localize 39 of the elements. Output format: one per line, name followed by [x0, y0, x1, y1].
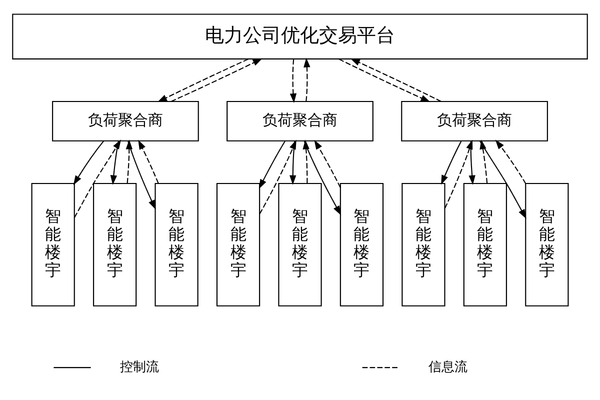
node-box: 智能楼宇: [278, 182, 322, 306]
node-box: 负荷聚合商: [52, 100, 199, 141]
legend-label: 控制流: [120, 359, 159, 374]
arrow: [73, 140, 104, 185]
node-box: 负荷聚合商: [401, 100, 548, 141]
arrow: [304, 57, 310, 101]
arrow: [126, 139, 133, 183]
arrow: [128, 140, 156, 210]
arrow: [480, 139, 488, 183]
legend-label: 信息流: [428, 359, 468, 374]
arrow: [441, 140, 462, 184]
node-box: 电力公司优化交易平台: [12, 13, 588, 59]
node-box: 智能楼宇: [463, 182, 507, 306]
arrow: [338, 58, 430, 102]
arrow: [495, 139, 526, 184]
arrow: [304, 140, 342, 215]
arrow: [138, 139, 159, 183]
arrow: [259, 139, 296, 214]
node-box: 智能楼宇: [340, 182, 384, 306]
arrow: [314, 139, 341, 188]
arrow: [74, 139, 122, 218]
arrow: [350, 58, 442, 102]
arrow: [157, 58, 248, 102]
arrow: [110, 140, 119, 184]
arrow: [290, 58, 297, 103]
arrow: [290, 140, 296, 184]
node-box: 智能楼宇: [216, 182, 260, 306]
node-box: 智能楼宇: [402, 182, 446, 306]
arrow: [444, 139, 473, 208]
arrow: [170, 58, 262, 102]
arrow: [479, 140, 526, 218]
arrow: [468, 140, 476, 184]
arrow: [258, 140, 286, 188]
node-box: 负荷聚合商: [226, 100, 374, 141]
node-box: 智能楼宇: [525, 182, 569, 306]
node-box: 智能楼宇: [154, 182, 198, 306]
arrow: [302, 139, 310, 183]
node-box: 智能楼宇: [93, 182, 137, 306]
node-box: 智能楼宇: [31, 182, 75, 306]
